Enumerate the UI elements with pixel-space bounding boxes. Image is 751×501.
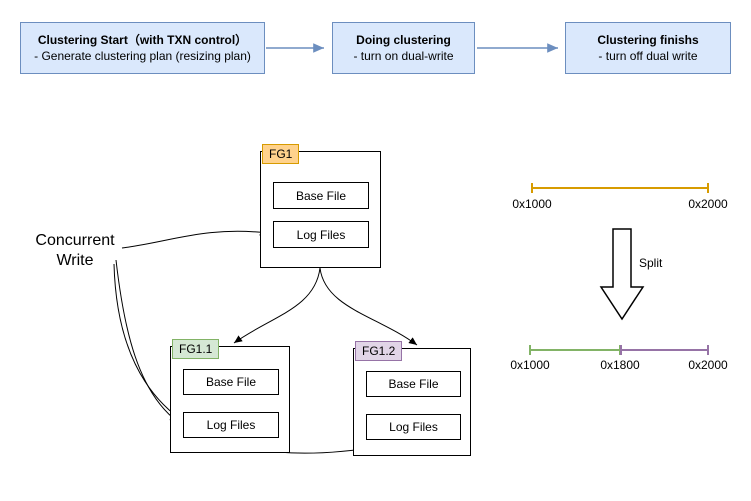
fg1-2-log-files-box: Log Files bbox=[366, 414, 461, 440]
top-range-end-label: 0x2000 bbox=[688, 197, 728, 211]
bottom-range-label-3: 0x2000 bbox=[688, 358, 728, 372]
flow-step-title: Doing clustering bbox=[356, 32, 451, 47]
flow-step-doing-clustering: Doing clustering - turn on dual-write bbox=[332, 22, 475, 74]
file-group-fg1-2: FG1.2 Base File Log Files bbox=[353, 341, 471, 456]
fg1-to-fg1-2-arrow-icon bbox=[319, 267, 418, 346]
flow-step-clustering-start: Clustering Start（with TXN control） - Gen… bbox=[20, 22, 265, 74]
file-group-fg1-2-label: FG1.2 bbox=[355, 341, 403, 361]
file-group-fg1-1-label: FG1.1 bbox=[172, 339, 220, 359]
split-arrow-icon bbox=[599, 228, 645, 321]
fg1-2-base-file-box: Base File bbox=[366, 371, 461, 397]
fg1-log-files-box: Log Files bbox=[273, 221, 369, 248]
concurrent-write-label: Concurrent Write bbox=[35, 232, 115, 269]
flow-step-title: Clustering finishs bbox=[597, 32, 699, 47]
flow-step-detail: - turn on dual-write bbox=[353, 49, 454, 63]
file-group-fg1-1: FG1.1 Base File Log Files bbox=[170, 339, 290, 453]
file-group-fg1: FG1 Base File Log Files bbox=[260, 144, 381, 268]
flow-step-title: Clustering Start（with TXN control） bbox=[37, 32, 248, 47]
fg1-base-file-box: Base File bbox=[273, 182, 369, 209]
split-label: Split bbox=[639, 256, 663, 270]
flow-step-detail: - Generate clustering plan (resizing pla… bbox=[34, 49, 251, 63]
bottom-range-label-2: 0x1800 bbox=[600, 358, 640, 372]
flow-step-clustering-finishes: Clustering finishs - turn off dual write bbox=[565, 22, 731, 74]
fg1-1-base-file-box: Base File bbox=[183, 369, 279, 395]
top-range-start-label: 0x1000 bbox=[512, 197, 552, 211]
fg1-to-fg1-1-arrow-icon bbox=[233, 267, 321, 344]
fg1-1-log-files-box: Log Files bbox=[183, 412, 279, 438]
concurrent-write-arrow-fg1-1-icon bbox=[115, 259, 179, 423]
bottom-range-label-1: 0x1000 bbox=[510, 358, 550, 372]
concurrent-write-arrow-fg1-icon bbox=[121, 228, 269, 249]
flow-step-detail: - turn off dual write bbox=[598, 49, 698, 63]
file-group-fg1-label: FG1 bbox=[262, 144, 300, 164]
